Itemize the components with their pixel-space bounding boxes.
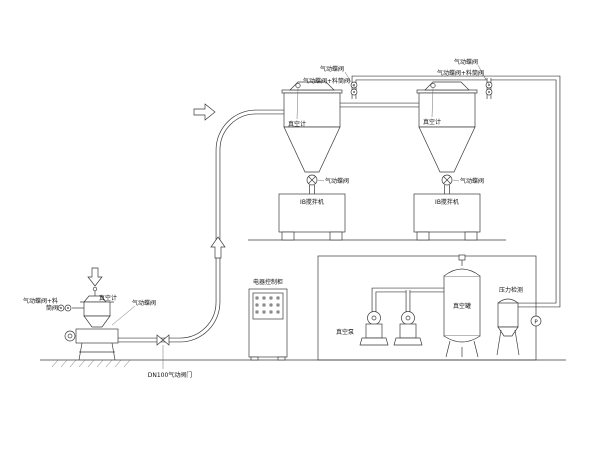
lid-valve-assembly-icon bbox=[485, 81, 493, 96]
flow-arrow-right-icon bbox=[193, 103, 216, 121]
lid-valve-assembly-icon bbox=[350, 81, 358, 96]
pressure-detect-label: 压力检测 bbox=[499, 286, 523, 294]
flow-arrow-down-icon bbox=[87, 267, 103, 287]
conveying-pipe-main bbox=[118, 109, 288, 343]
feeder-lid-valve-label-line1: 气动蝶阀+料 bbox=[23, 297, 58, 305]
vacuum-pump-2 bbox=[393, 311, 423, 346]
vacuum-pump-station bbox=[317, 254, 542, 361]
control-cabinet-label: 电器控制柜 bbox=[253, 278, 283, 286]
feeder-lid-valve-label-line2: 筒阀 bbox=[46, 304, 58, 312]
vacuum-receiver-1 bbox=[278, 81, 358, 241]
vacuum-gauge-icon bbox=[92, 286, 98, 292]
pressure-gauge-icon bbox=[530, 306, 542, 327]
vacuum-tank bbox=[443, 254, 481, 358]
feeder-motor-icon bbox=[64, 330, 76, 342]
feeder-butterfly-valve-label: 气动蝶阀 bbox=[132, 299, 156, 307]
dn100-valve-label: DN100气动阀门 bbox=[148, 371, 193, 379]
pressure-filter-unit bbox=[496, 298, 520, 356]
ground-hatching bbox=[51, 359, 131, 368]
receiver1-top-valve-label: 气动蝶阀 bbox=[320, 65, 344, 73]
vacuum-pump-1 bbox=[359, 311, 389, 346]
pressure-gauge-letter: P bbox=[534, 320, 538, 326]
receiver1-vacuum-gauge-label: 真空计 bbox=[288, 120, 306, 128]
leader-lines bbox=[58, 64, 490, 326]
receiver2-lid-valve-label: 气动蝶阀+料筒阀 bbox=[437, 69, 484, 77]
vacuum-receiver-2 bbox=[413, 81, 493, 241]
receiver1-machine-label: IB搅拌机 bbox=[300, 198, 324, 206]
vacuum-tank-label: 真空罐 bbox=[453, 302, 471, 310]
receiver2-vacuum-gauge-label: 真空计 bbox=[423, 118, 441, 126]
vacuum-pump-label: 真空泵 bbox=[336, 328, 354, 336]
receiver2-top-valve-label: 气动蝶阀 bbox=[454, 58, 478, 66]
flow-arrow-up-icon bbox=[210, 236, 226, 259]
pump-manifold-pipe bbox=[371, 287, 444, 312]
receiver1-discharge-valve-label: 气动蝶阀 bbox=[325, 177, 349, 185]
receiver1-lid-valve-label: 气动蝶阀+料筒阀 bbox=[303, 77, 350, 85]
control-cabinet bbox=[248, 288, 288, 361]
feeder-station bbox=[57, 286, 170, 369]
receiver2-discharge-valve-label: 气动蝶阀 bbox=[460, 177, 484, 185]
receiver2-machine-label: IB搅拌机 bbox=[435, 198, 459, 206]
dn100-valve-icon bbox=[156, 334, 170, 369]
feeder-vacuum-gauge-label: 真空计 bbox=[99, 294, 117, 302]
indicator-lights bbox=[255, 296, 280, 314]
